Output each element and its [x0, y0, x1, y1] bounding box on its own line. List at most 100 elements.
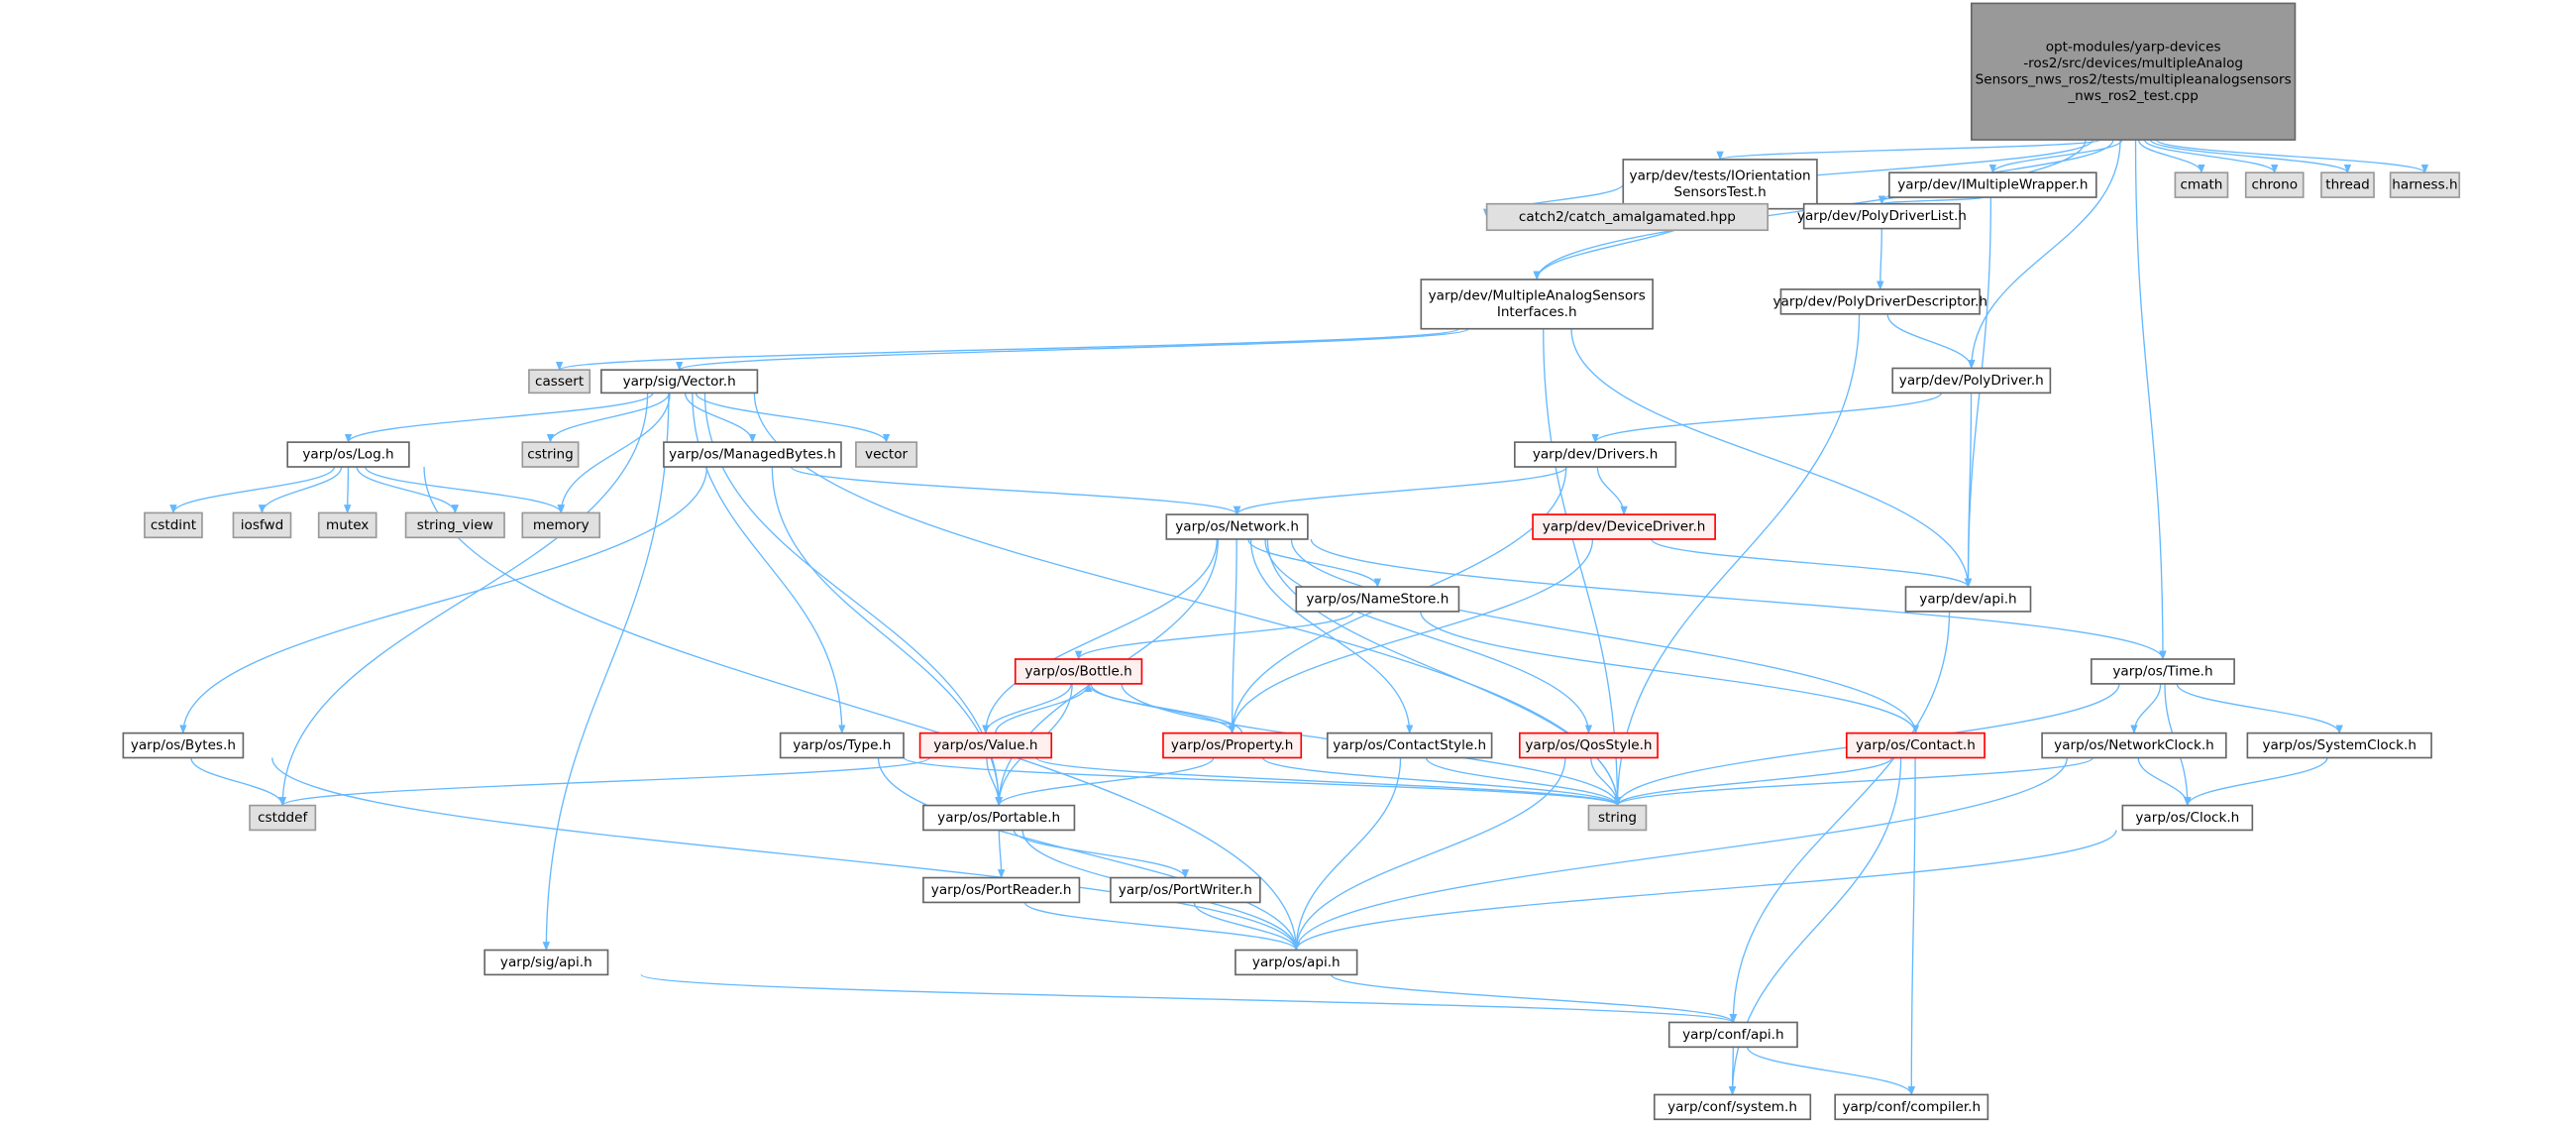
edge-sigapi-to-confapi: [640, 973, 1737, 1024]
node-label: memory: [533, 517, 590, 533]
node-harness: harness.h: [2389, 171, 2461, 198]
node-box: [2091, 658, 2235, 685]
edge-osapi-to-confapi: [1330, 973, 1737, 1024]
edge-drivers-to-devdrv: [1596, 466, 1628, 516]
node-label: cstddef: [258, 810, 308, 826]
node-label: yarp/os/Time.h: [2112, 663, 2212, 679]
node-sysclock[interactable]: yarp/os/SystemClock.h: [2246, 732, 2432, 759]
edge-confapi-to-confcompiler: [1747, 1047, 1915, 1096]
edge-log-to-string_view: [356, 466, 459, 514]
node-catch2: catch2/catch_amalgamated.hpp: [1485, 202, 1770, 232]
edge-main-to-iorient: [1716, 139, 2101, 161]
node-vector_h[interactable]: yarp/sig/Vector.h: [600, 369, 759, 394]
node-confcompiler[interactable]: yarp/conf/compiler.h: [1834, 1093, 1989, 1121]
node-pdd[interactable]: yarp/dev/PolyDriverDescriptor.h: [1773, 288, 1988, 315]
node-osapi[interactable]: yarp/os/api.h: [1234, 949, 1358, 976]
node-box: [1888, 171, 2097, 198]
edge-imw-to-pdl: [1878, 195, 1986, 205]
node-pd[interactable]: yarp/dev/PolyDriver.h: [1891, 367, 2052, 394]
node-devdrv[interactable]: yarp/dev/DeviceDriver.h: [1532, 513, 1716, 540]
node-drivers[interactable]: yarp/dev/Drivers.h: [1513, 441, 1677, 468]
node-qosstyle[interactable]: yarp/os/QosStyle.h: [1518, 732, 1659, 759]
node-clock[interactable]: yarp/os/Clock.h: [2121, 804, 2254, 832]
node-type[interactable]: yarp/os/Type.h: [779, 732, 905, 759]
node-box: [2246, 732, 2432, 759]
edge-time-to-netclock: [2130, 683, 2162, 734]
node-box: [1110, 876, 1261, 904]
node-log[interactable]: yarp/os/Log.h: [286, 441, 410, 468]
node-box: [1326, 732, 1493, 759]
node-box: [779, 732, 905, 759]
node-label: yarp/os/Property.h: [1171, 737, 1294, 753]
node-label: yarp/os/Bottle.h: [1024, 663, 1131, 679]
node-value[interactable]: yarp/os/Value.h: [918, 732, 1053, 759]
node-box: [1845, 732, 1986, 759]
node-box: [2389, 171, 2461, 198]
node-portreader[interactable]: yarp/os/PortReader.h: [922, 876, 1081, 904]
edge-devdrv-to-devapi: [1651, 538, 1973, 588]
node-box: [2244, 171, 2305, 198]
node-box: [922, 804, 1076, 832]
node-mb[interactable]: yarp/os/ManagedBytes.h: [663, 441, 842, 468]
node-label: mutex: [326, 517, 369, 533]
node-namestore[interactable]: yarp/os/NameStore.h: [1295, 586, 1460, 613]
node-box: [122, 732, 245, 759]
node-portwriter[interactable]: yarp/os/PortWriter.h: [1110, 876, 1261, 904]
node-main[interactable]: opt-modules/yarp-devices-ros2/src/device…: [1970, 2, 2297, 141]
node-box: [521, 441, 580, 468]
edge-netclock-to-osapi: [1292, 757, 2068, 952]
node-label: Sensors_nws_ros2/tests/multipleanalogsen…: [1976, 72, 2292, 88]
node-bottle[interactable]: yarp/os/Bottle.h: [1014, 658, 1143, 685]
node-box: [1532, 513, 1716, 540]
node-label: opt-modules/yarp-devices: [2046, 39, 2221, 55]
node-time[interactable]: yarp/os/Time.h: [2091, 658, 2235, 685]
node-imw[interactable]: yarp/dev/IMultipleWrapper.h: [1888, 171, 2097, 198]
node-masi[interactable]: yarp/dev/MultipleAnalogSensorsInterfaces…: [1420, 279, 1654, 330]
edge-main-to-thread: [2149, 139, 2352, 174]
edge-sysclock-to-clock: [2184, 757, 2328, 807]
edge-portable-to-portwriter: [1013, 830, 1190, 879]
node-label: yarp/conf/system.h: [1667, 1099, 1797, 1115]
node-portable[interactable]: yarp/os/Portable.h: [922, 804, 1076, 832]
node-bytes[interactable]: yarp/os/Bytes.h: [122, 732, 245, 759]
node-devapi[interactable]: yarp/dev/api.h: [1904, 586, 2032, 613]
node-box: [1420, 279, 1654, 330]
edge-log-to-osapi: [423, 466, 1300, 952]
node-pdl[interactable]: yarp/dev/PolyDriverList.h: [1797, 202, 1967, 230]
node-sigapi[interactable]: yarp/sig/api.h: [483, 949, 609, 976]
node-box: [2121, 804, 2254, 832]
node-label: yarp/dev/tests/IOrientation: [1630, 169, 1811, 184]
edge-property-to-portable: [995, 757, 1215, 807]
node-box: [1587, 804, 1648, 832]
node-property[interactable]: yarp/os/Property.h: [1162, 732, 1303, 759]
edge-value-to-string: [1035, 756, 1621, 807]
node-network[interactable]: yarp/os/Network.h: [1165, 513, 1309, 540]
edge-bytes-to-osapi: [271, 757, 1300, 952]
node-label: yarp/os/Log.h: [302, 447, 393, 463]
edge-type-to-osapi: [877, 757, 1300, 952]
edge-masi-to-cassert: [556, 328, 1459, 372]
node-memory: memory: [521, 511, 601, 539]
node-box: [1485, 202, 1770, 232]
node-cstddef: cstddef: [249, 804, 317, 832]
node-label: yarp/os/Network.h: [1175, 519, 1299, 535]
node-box: [317, 511, 377, 539]
node-contactstyle[interactable]: yarp/os/ContactStyle.h: [1326, 732, 1493, 759]
edge-mb-to-bytes: [179, 466, 708, 734]
edge-main-to-pd: [1968, 140, 2121, 370]
node-confapi[interactable]: yarp/conf/api.h: [1667, 1021, 1798, 1049]
edge-property-to-bottle: [1084, 682, 1243, 733]
node-label: cmath: [2180, 177, 2222, 193]
edge-portreader-to-osapi: [1023, 902, 1300, 952]
node-netclock[interactable]: yarp/os/NetworkClock.h: [2041, 732, 2227, 759]
edge-pdd-to-string: [1613, 313, 1861, 807]
node-confsystem[interactable]: yarp/conf/system.h: [1653, 1093, 1812, 1121]
node-label: yarp/dev/DeviceDriver.h: [1543, 519, 1706, 535]
node-box: [1165, 513, 1309, 540]
edge-vector_h-to-sigapi: [542, 393, 670, 952]
edge-pdl-to-pdd: [1877, 228, 1884, 290]
edge-property-to-string: [1262, 756, 1622, 807]
node-contact[interactable]: yarp/os/Contact.h: [1845, 732, 1986, 759]
edge-confapi-to-confsystem: [1728, 1047, 1737, 1096]
